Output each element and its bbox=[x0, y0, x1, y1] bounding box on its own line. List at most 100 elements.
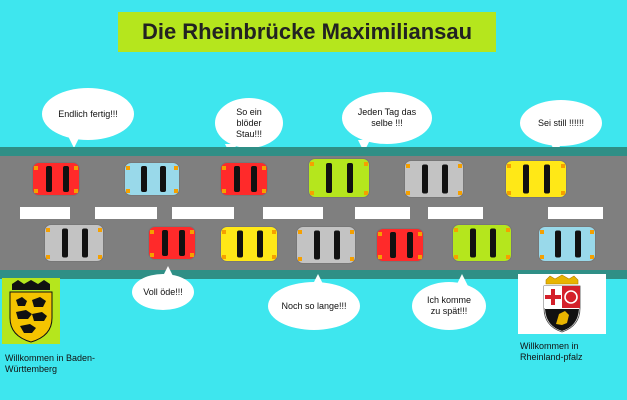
car-headlight bbox=[310, 191, 314, 195]
car-window bbox=[160, 166, 166, 192]
speech-text: Sei still !!!!!! bbox=[537, 117, 584, 128]
car-window bbox=[555, 230, 561, 258]
lane-marking bbox=[428, 207, 483, 219]
car-headlight bbox=[406, 191, 410, 195]
car bbox=[376, 228, 424, 262]
car-headlight bbox=[272, 255, 276, 259]
car-window bbox=[442, 164, 448, 194]
car-headlight bbox=[458, 164, 462, 168]
speech-bubble: Noch so lange!!! bbox=[268, 274, 360, 330]
car-window bbox=[575, 230, 581, 258]
car-headlight bbox=[222, 255, 226, 259]
car-window bbox=[257, 230, 263, 258]
lane-marking bbox=[263, 207, 323, 219]
car bbox=[32, 162, 80, 196]
car-headlight bbox=[454, 228, 458, 232]
car-headlight bbox=[34, 166, 38, 170]
speech-bubble: Endlich fertig!!! bbox=[42, 88, 134, 148]
car bbox=[538, 226, 596, 262]
speech-bubble: Jeden Tag das selbe !!! bbox=[342, 92, 432, 152]
car-headlight bbox=[507, 191, 511, 195]
car-headlight bbox=[298, 230, 302, 234]
car-headlight bbox=[561, 191, 565, 195]
car-headlight bbox=[34, 189, 38, 193]
car-window bbox=[162, 230, 168, 256]
car-headlight bbox=[190, 230, 194, 234]
car-headlight bbox=[540, 230, 544, 234]
car-window bbox=[179, 230, 185, 256]
car bbox=[452, 224, 512, 262]
car-headlight bbox=[222, 166, 226, 170]
lane-marking bbox=[172, 207, 234, 219]
car-window bbox=[544, 164, 550, 194]
car-headlight bbox=[364, 162, 368, 166]
car bbox=[44, 224, 104, 262]
car-window bbox=[390, 232, 396, 258]
car-headlight bbox=[561, 164, 565, 168]
speech-text: Ich komme zu spät!!! bbox=[426, 295, 471, 316]
car-window bbox=[237, 230, 243, 258]
car-window bbox=[523, 164, 529, 194]
car-headlight bbox=[590, 255, 594, 259]
rheinland-pfalz-crest-icon bbox=[518, 274, 606, 334]
car-headlight bbox=[350, 230, 354, 234]
car-headlight bbox=[418, 232, 422, 236]
car-window bbox=[334, 230, 340, 260]
car-headlight bbox=[378, 232, 382, 236]
car-window bbox=[490, 228, 496, 258]
car-headlight bbox=[272, 230, 276, 234]
car bbox=[296, 226, 356, 264]
car-headlight bbox=[126, 189, 130, 193]
car-headlight bbox=[46, 255, 50, 259]
car-window bbox=[141, 166, 147, 192]
car-window bbox=[314, 230, 320, 260]
car-window bbox=[407, 232, 413, 258]
lane-marking bbox=[95, 207, 157, 219]
speech-text: Voll öde!!! bbox=[143, 286, 183, 297]
car-headlight bbox=[458, 191, 462, 195]
car-headlight bbox=[262, 189, 266, 193]
car bbox=[148, 226, 196, 260]
car-headlight bbox=[190, 253, 194, 257]
car-headlight bbox=[126, 166, 130, 170]
speech-bubble: Ich komme zu spät!!! bbox=[412, 274, 486, 330]
car-window bbox=[251, 166, 257, 192]
speech-bubble: Sei still !!!!!! bbox=[520, 100, 602, 154]
car-headlight bbox=[174, 166, 178, 170]
car-headlight bbox=[222, 189, 226, 193]
car-window bbox=[46, 166, 52, 192]
car-headlight bbox=[310, 162, 314, 166]
car-window bbox=[470, 228, 476, 258]
car bbox=[124, 162, 180, 196]
car bbox=[505, 160, 567, 198]
car-headlight bbox=[350, 257, 354, 261]
speech-text: Endlich fertig!!! bbox=[58, 108, 118, 119]
car-window bbox=[347, 163, 353, 193]
car-headlight bbox=[150, 230, 154, 234]
speech-text: Noch so lange!!! bbox=[281, 300, 347, 311]
car bbox=[308, 158, 370, 198]
page-title: Die Rheinbrücke Maximiliansau bbox=[118, 12, 496, 52]
bridge-railing-top bbox=[0, 147, 627, 156]
car-headlight bbox=[454, 255, 458, 259]
car-headlight bbox=[506, 228, 510, 232]
speech-text: So ein blöder Stau!!! bbox=[235, 106, 262, 139]
car-headlight bbox=[46, 228, 50, 232]
car-headlight bbox=[364, 191, 368, 195]
car-headlight bbox=[74, 189, 78, 193]
car bbox=[220, 226, 278, 262]
car-window bbox=[82, 228, 88, 258]
baden-wuerttemberg-crest-icon bbox=[2, 278, 60, 344]
speech-text: Jeden Tag das selbe !!! bbox=[357, 107, 417, 128]
car-headlight bbox=[406, 164, 410, 168]
car-window bbox=[422, 164, 428, 194]
car-window bbox=[62, 228, 68, 258]
car-headlight bbox=[98, 228, 102, 232]
car-headlight bbox=[540, 255, 544, 259]
car-window bbox=[63, 166, 69, 192]
car-headlight bbox=[378, 255, 382, 259]
car-window bbox=[326, 163, 332, 193]
speech-bubble: Voll öde!!! bbox=[132, 266, 194, 310]
speech-bubble: So ein blöder Stau!!! bbox=[215, 98, 283, 156]
car-headlight bbox=[174, 189, 178, 193]
